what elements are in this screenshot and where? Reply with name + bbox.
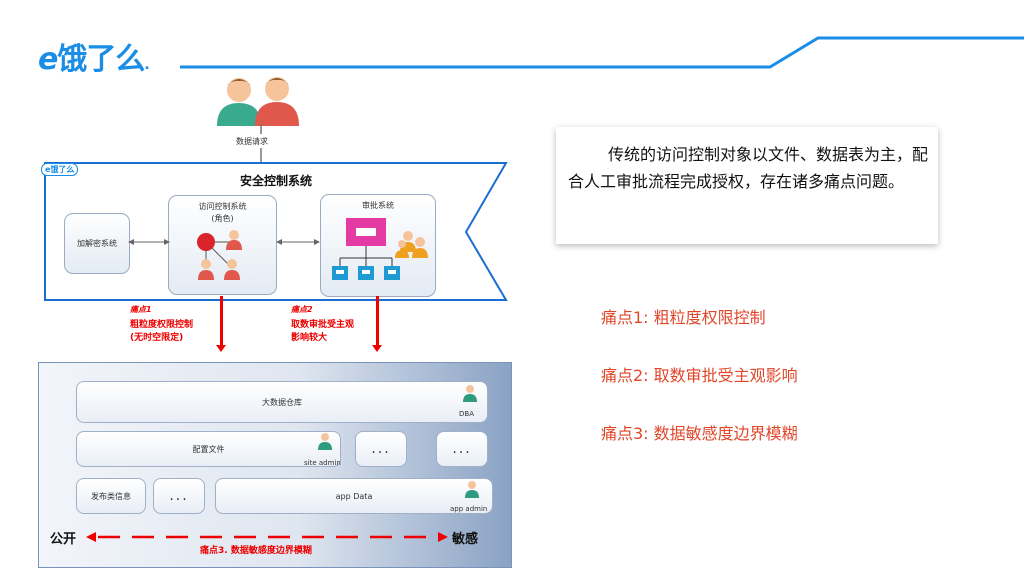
description-card: 传统的访问控制对象以文件、数据表为主，配合人工审批流程完成授权，存在诸多痛点问题…	[556, 127, 938, 244]
ellipsis-box-1: ...	[355, 431, 407, 467]
logo-dot: .	[144, 57, 149, 73]
encrypt-access-arrow	[128, 239, 170, 245]
access-approval-arrow	[276, 239, 320, 245]
approval-system-title: 审批系统	[362, 201, 394, 210]
pain2-arrow	[372, 296, 382, 352]
pain1-line2: (无时空限定)	[130, 333, 184, 343]
app-data-box: app Data	[215, 478, 493, 514]
dba-label: DBA	[459, 410, 474, 418]
logo-mark: e	[38, 42, 58, 77]
config-label: 配置文件	[192, 444, 225, 454]
access-control-title: 访问控制系统	[198, 202, 247, 211]
publish-box: 发布类信息	[76, 478, 146, 514]
pain2-line1: 取数审批受主观	[291, 320, 355, 330]
dba-user-icon	[463, 385, 477, 402]
config-box: 配置文件	[76, 431, 341, 467]
ellipsis-box-2: ...	[436, 431, 488, 467]
system-logo: e饿了么	[41, 163, 79, 176]
pain-point-3: 痛点3: 数据敏感度边界模糊	[601, 424, 798, 443]
app-data-label: app Data	[335, 491, 373, 501]
approval-flow-icon	[332, 218, 428, 280]
app-admin-user-icon	[465, 481, 479, 498]
access-control-box: 访问控制系统 (角色)	[168, 195, 277, 295]
pain3-label: 痛点3. 数据敏感度边界模糊	[200, 546, 312, 556]
sensitivity-dashed-arrow	[86, 532, 448, 542]
site-admin-label: site admin	[304, 459, 341, 467]
header-accent-line	[180, 36, 1024, 69]
site-admin-user-icon	[318, 433, 332, 450]
role-users-icon	[197, 230, 242, 280]
public-label: 公开	[50, 532, 77, 547]
ellipsis-label: ...	[169, 488, 189, 504]
sensitive-label: 敏感	[452, 532, 479, 547]
data-request-label: 数据请求	[236, 137, 268, 146]
bigdata-box: 大数据仓库	[76, 381, 488, 423]
description-text: 传统的访问控制对象以文件、数据表为主，配合人工审批流程完成授权，存在诸多痛点问题…	[568, 145, 929, 191]
pain1-line1: 粗粒度权限控制	[130, 320, 194, 330]
encrypt-system-box: 加解密系统	[64, 213, 130, 274]
pain-point-2: 痛点2: 取数审批受主观影响	[601, 366, 798, 385]
pain1-arrow	[216, 296, 226, 352]
brand-logo: e饿了么.	[38, 34, 150, 78]
pain1-title: 痛点1	[130, 305, 152, 314]
ellipsis-box-3: ...	[153, 478, 205, 514]
ellipsis-label: ...	[371, 441, 391, 457]
access-control-sub: (角色)	[211, 214, 234, 223]
publish-label: 发布类信息	[91, 491, 131, 501]
bigdata-label: 大数据仓库	[262, 397, 302, 407]
system-title: 安全控制系统	[240, 174, 313, 188]
pain2-title: 痛点2	[291, 305, 313, 314]
encrypt-system-label: 加解密系统	[77, 239, 117, 248]
pain2-line2: 影响较大	[291, 333, 328, 343]
logo-text: 饿了么	[57, 42, 145, 77]
users-icon	[217, 77, 299, 126]
app-admin-label: app admin	[450, 505, 488, 513]
pain-point-1: 痛点1: 粗粒度权限控制	[601, 308, 766, 327]
ellipsis-label: ...	[452, 441, 472, 457]
